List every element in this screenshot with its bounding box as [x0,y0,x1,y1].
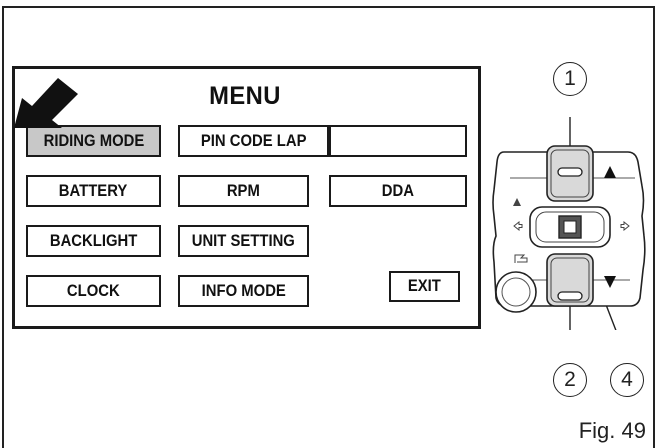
menu-button-rpm[interactable]: RPM [178,175,309,207]
menu-button-label: UNIT SETTING [191,231,296,250]
menu-button-label: CLOCK [67,281,120,300]
menu-button-info-mode[interactable]: INFO MODE [178,275,309,307]
flag-icon [514,254,528,263]
left-arrow-icon [513,221,523,231]
menu-button-label: EXIT [407,277,442,295]
menu-button-backlight[interactable]: BACKLIGHT [26,225,161,257]
menu-button-empty[interactable] [329,125,467,157]
menu-button-unit-setting[interactable]: UNIT SETTING [178,225,309,257]
callout-1: 1 [553,62,587,96]
menu-button-label: RIDING MODE [43,131,144,150]
menu-button-dda[interactable]: DDA [329,175,467,207]
menu-button-label: DDA [381,181,415,200]
callout-2: 2 [553,363,587,397]
exit-button[interactable]: EXIT [389,271,460,302]
figure-label: Fig. 49 [578,418,646,443]
menu-button-battery[interactable]: BATTERY [26,175,161,207]
up-arrow-icon [604,166,616,178]
menu-title: MENU [209,82,281,110]
callout-4: 4 [610,363,644,397]
menu-button-pin-code-lap[interactable]: PIN CODE LAP [178,125,329,157]
arrow-pointer-icon [14,78,78,128]
right-arrow-icon [620,221,630,231]
menu-button-clock[interactable]: CLOCK [26,275,161,307]
figure-frame [2,6,655,448]
handlebar-switch-illustration [492,117,646,330]
menu-button-label: BACKLIGHT [49,231,138,250]
menu-button-riding-mode[interactable]: RIDING MODE [26,125,161,157]
menu-button-label: RPM [226,181,260,200]
down-arrow-icon [604,276,616,288]
menu-button-label: PIN CODE LAP [200,131,307,150]
menu-button-label: BATTERY [59,181,128,200]
up-arrow-small-icon [513,198,521,206]
menu-button-label: INFO MODE [201,281,286,300]
